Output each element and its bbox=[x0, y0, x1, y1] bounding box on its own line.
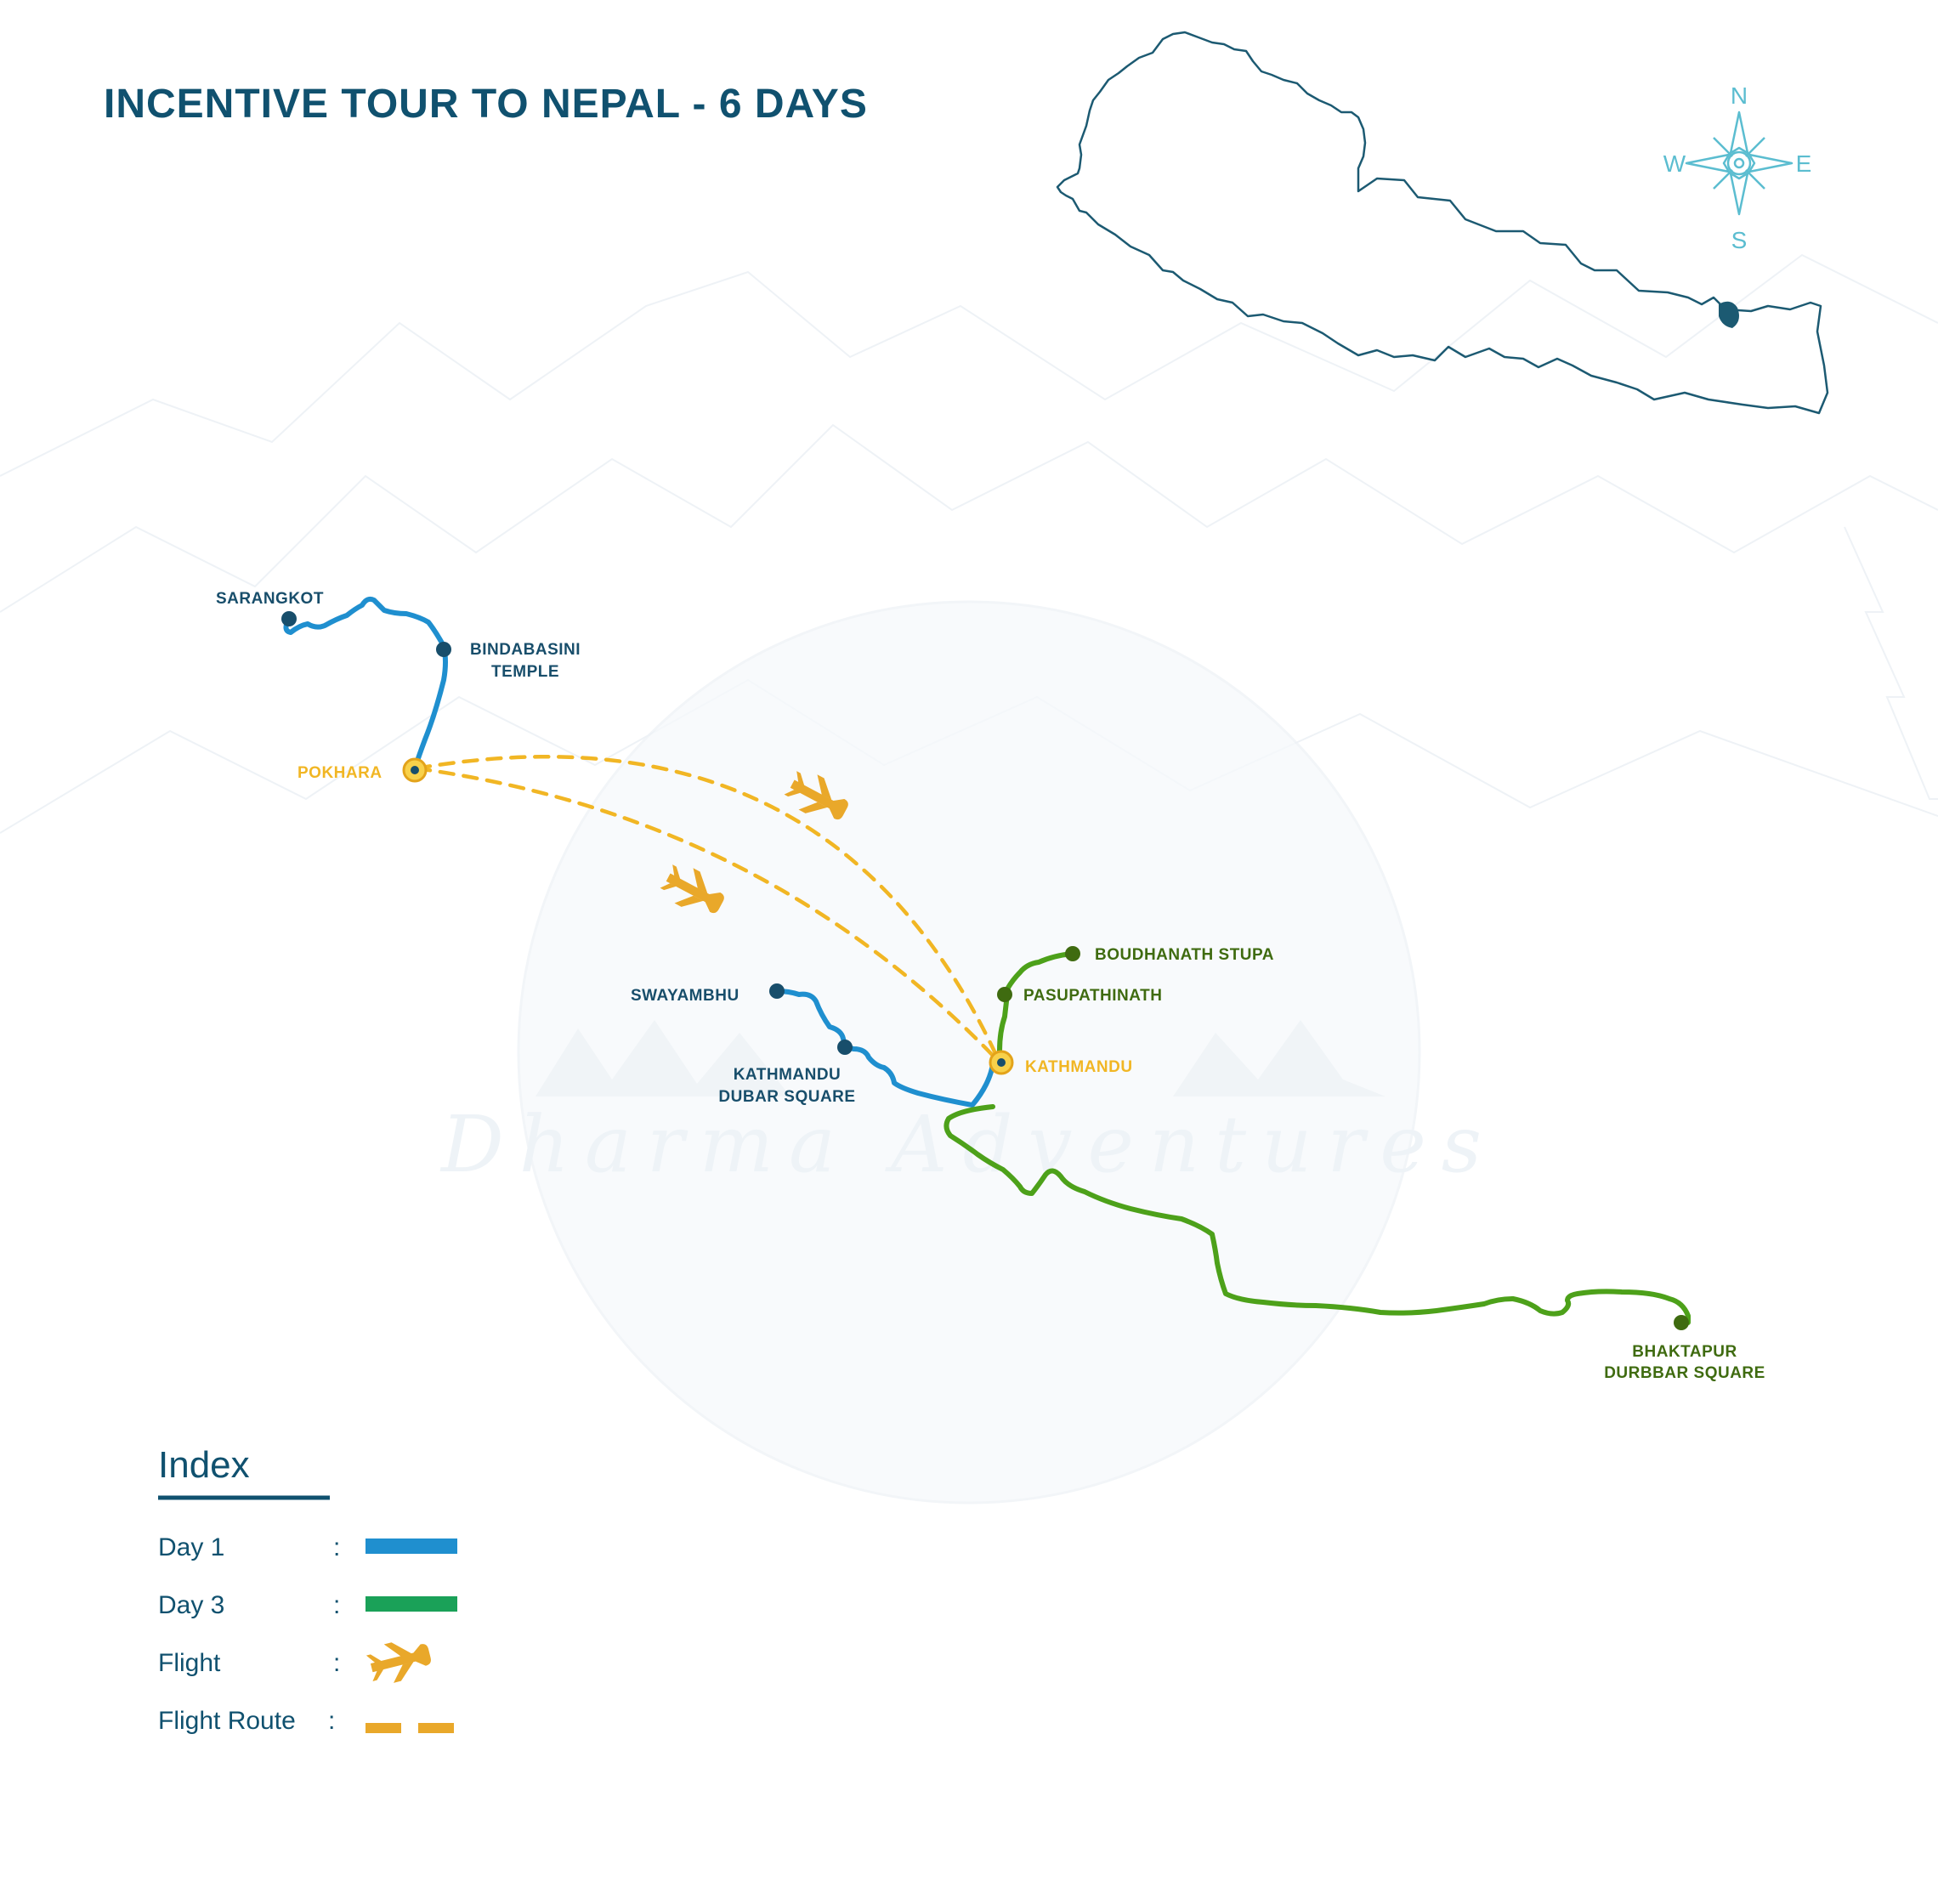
flight-routes bbox=[414, 755, 1002, 1065]
label-kathmandu-durbar-2: DUBAR SQUARE bbox=[718, 1088, 855, 1106]
legend-label-day1: Day 1 bbox=[158, 1533, 224, 1561]
label-bhaktapur-2: DURBBAR SQUARE bbox=[1604, 1364, 1765, 1382]
legend-dash-2 bbox=[418, 1723, 454, 1733]
compass-e: E bbox=[1796, 150, 1812, 177]
label-pasupathinath: PASUPATHINATH bbox=[1023, 987, 1162, 1005]
legend-title: Index bbox=[158, 1444, 250, 1486]
marker-sarangkot bbox=[281, 611, 297, 626]
legend-swatch-day1 bbox=[366, 1538, 457, 1554]
legend-label-day3: Day 3 bbox=[158, 1591, 224, 1619]
marker-pokhara bbox=[402, 757, 428, 783]
markers bbox=[281, 611, 1689, 1330]
marker-bindabasini bbox=[436, 642, 451, 657]
legend-label-flight: Flight bbox=[158, 1649, 221, 1677]
place-labels: SARANGKOT BINDABASINI TEMPLE POKHARA SWA… bbox=[216, 590, 1765, 1382]
marker-kathmandu bbox=[989, 1050, 1014, 1075]
legend-item-flight-route: Flight Route : bbox=[158, 1707, 454, 1735]
legend-swatch-day3 bbox=[366, 1596, 457, 1612]
label-sarangkot: SARANGKOT bbox=[216, 590, 324, 608]
legend-item-day1: Day 1 : bbox=[158, 1533, 457, 1561]
nepal-inset-map bbox=[1056, 31, 1829, 415]
route-swayambhu-kathmandu bbox=[774, 989, 995, 1108]
marker-bhaktapur bbox=[1674, 1315, 1689, 1330]
day1-routes bbox=[283, 596, 995, 1108]
label-kathmandu: KATHMANDU bbox=[1025, 1058, 1133, 1076]
flight-route-upper bbox=[414, 755, 1002, 1065]
label-bhaktapur-1: BHAKTAPUR bbox=[1632, 1343, 1737, 1361]
map-title: INCENTIVE TOUR TO NEPAL - 6 DAYS bbox=[104, 82, 868, 127]
marker-pasupathinath bbox=[997, 987, 1012, 1002]
marker-boudhanath bbox=[1065, 946, 1080, 961]
compass-s: S bbox=[1731, 227, 1748, 253]
label-swayambhu: SWAYAMBHU bbox=[631, 987, 740, 1005]
legend-item-day3: Day 3 : bbox=[158, 1591, 457, 1619]
legend-dash-1 bbox=[366, 1723, 401, 1733]
label-boudhanath: BOUDHANATH STUPA bbox=[1095, 946, 1274, 964]
marker-kathmandu-durbar bbox=[837, 1040, 853, 1055]
label-bindabasini-1: BINDABASINI bbox=[470, 641, 581, 659]
route-kathmandu-bhaktapur bbox=[944, 1104, 1691, 1325]
plane-icon bbox=[365, 1634, 434, 1688]
legend: Index Day 1 : Day 3 : Flight : Flight Ro… bbox=[158, 1444, 457, 1735]
compass-icon: N S E W bbox=[1663, 82, 1812, 253]
compass-n: N bbox=[1731, 82, 1748, 109]
legend-separator: : bbox=[333, 1591, 340, 1619]
kathmandu-highlight bbox=[1719, 301, 1739, 328]
compass-w: W bbox=[1663, 150, 1686, 177]
flight-route-lower bbox=[414, 766, 1002, 1065]
watermark: Dharma Adventures bbox=[439, 600, 1482, 1504]
label-bindabasini-2: TEMPLE bbox=[491, 663, 559, 681]
legend-separator: : bbox=[333, 1649, 340, 1677]
marker-swayambhu bbox=[769, 983, 785, 999]
route-sarangkot-pokhara bbox=[283, 596, 448, 766]
legend-item-flight: Flight : bbox=[158, 1634, 434, 1688]
label-pokhara: POKHARA bbox=[298, 764, 382, 782]
legend-separator: : bbox=[333, 1533, 340, 1561]
label-kathmandu-durbar-1: KATHMANDU bbox=[734, 1066, 842, 1084]
legend-label-flight-route: Flight Route bbox=[158, 1707, 296, 1735]
legend-separator: : bbox=[328, 1707, 335, 1735]
